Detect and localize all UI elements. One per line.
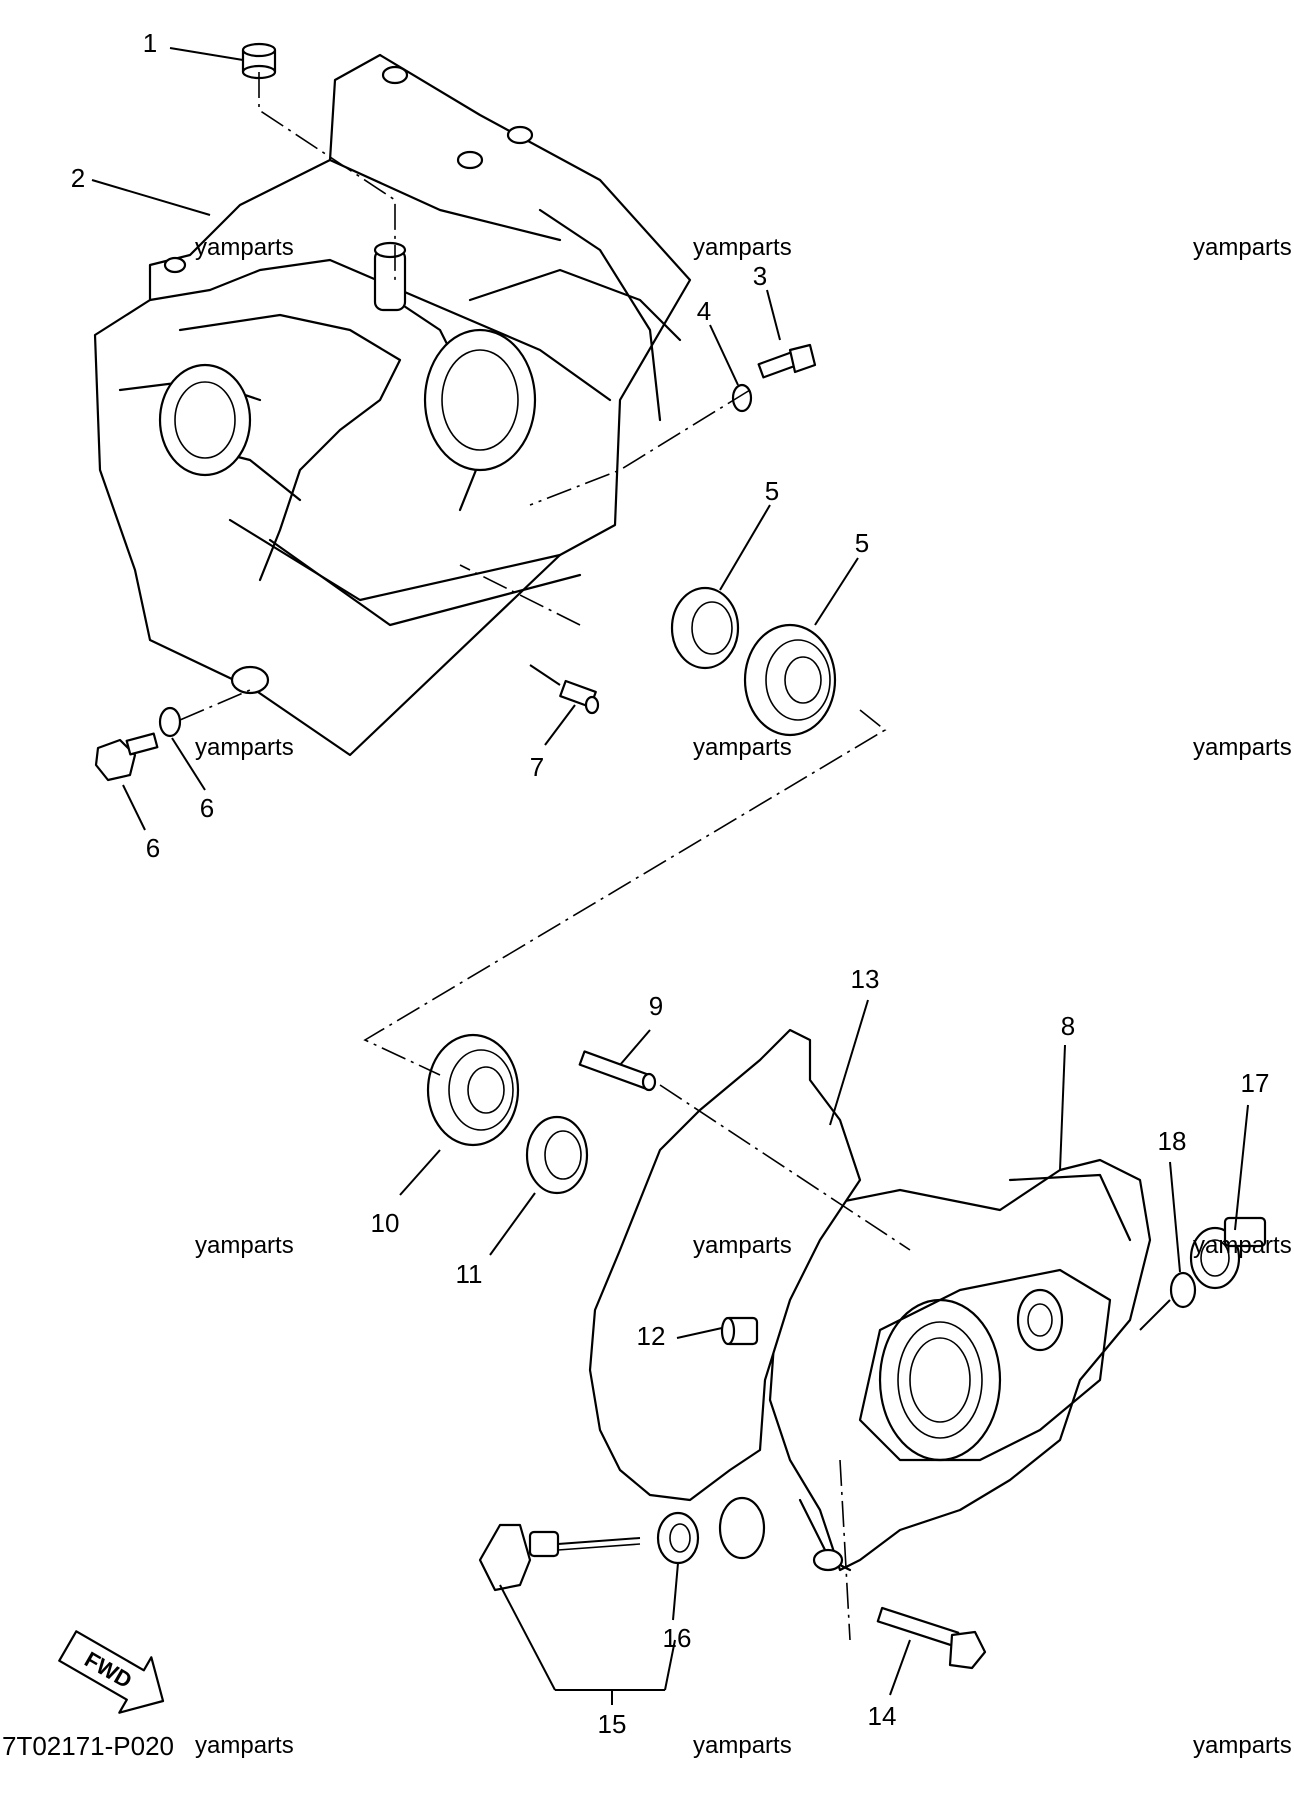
leader-lines <box>91 47 1249 1705</box>
watermark: yamparts <box>195 1732 294 1759</box>
callout-15: 15 <box>598 1709 627 1739</box>
bolt-part-14 <box>876 1606 987 1670</box>
watermark: yamparts <box>693 1232 792 1259</box>
callout-1: 2 <box>71 163 85 193</box>
callout-11: 11 <box>456 1259 483 1289</box>
bolt-part-lower <box>94 732 159 782</box>
watermark: yamparts <box>1193 1732 1292 1759</box>
watermark: yamparts <box>1193 234 1292 261</box>
callout-14: 14 <box>868 1701 897 1731</box>
callout-10: 10 <box>371 1208 400 1238</box>
drain-plug-part <box>1189 1216 1267 1290</box>
dipstick-washer-part <box>656 1511 700 1565</box>
bolt-part-upper <box>757 343 817 379</box>
watermark: yamparts <box>1193 734 1292 761</box>
crankcase-cover <box>768 1158 1152 1572</box>
crankcase <box>93 53 692 757</box>
callout-6-lower: 6 <box>200 793 214 823</box>
diagram-code: 7T02171-P020 <box>2 1731 174 1761</box>
callout-13: 13 <box>851 964 880 994</box>
watermark: yamparts <box>693 234 792 261</box>
pin-part <box>578 1050 657 1092</box>
watermark: yamparts <box>195 234 294 261</box>
callout-numbers: 1 2 3 4 5 5 6 6 7 8 9 10 11 12 13 14 15 … <box>71 28 1270 1739</box>
dipstick-part <box>478 1523 641 1592</box>
callout-7: 7 <box>530 752 544 782</box>
callout-17: 17 <box>1241 1068 1270 1098</box>
callout-9: 9 <box>649 991 663 1021</box>
washer-part-lower <box>158 706 182 738</box>
watermark: yamparts <box>195 734 294 761</box>
watermark: yamparts <box>693 1732 792 1759</box>
callout-12: 12 <box>637 1321 666 1351</box>
callout-18: 18 <box>1158 1126 1187 1156</box>
callout-5-lower: 6 <box>146 833 160 863</box>
filler-neck <box>718 1496 766 1560</box>
callout-6-upper: 4 <box>697 296 711 326</box>
dowel-pin-part <box>559 679 600 715</box>
oil-seal-part <box>670 586 740 670</box>
fwd-arrow-icon: FWD <box>58 1630 165 1714</box>
watermark: yamparts <box>195 1232 294 1259</box>
callout-5-upper: 3 <box>753 261 767 291</box>
o-ring-part <box>1169 1271 1197 1309</box>
watermarks: yamparts yamparts yamparts yamparts yamp… <box>195 234 1292 1759</box>
plug-part <box>720 1316 759 1346</box>
watermark: yamparts <box>693 734 792 761</box>
gasket-part <box>588 1028 862 1502</box>
bearing-part-lower <box>426 1033 520 1147</box>
bearing-part-upper <box>743 623 837 737</box>
assembly-lines <box>179 72 1171 1641</box>
callout-8: 8 <box>1061 1011 1075 1041</box>
callout-2: 5 <box>855 528 869 558</box>
callout-4: 1 <box>143 28 157 58</box>
watermark: yamparts <box>1193 1232 1292 1259</box>
oil-seal-part-lower <box>525 1115 589 1195</box>
callout-3: 5 <box>765 476 779 506</box>
callout-16: 16 <box>663 1623 692 1653</box>
